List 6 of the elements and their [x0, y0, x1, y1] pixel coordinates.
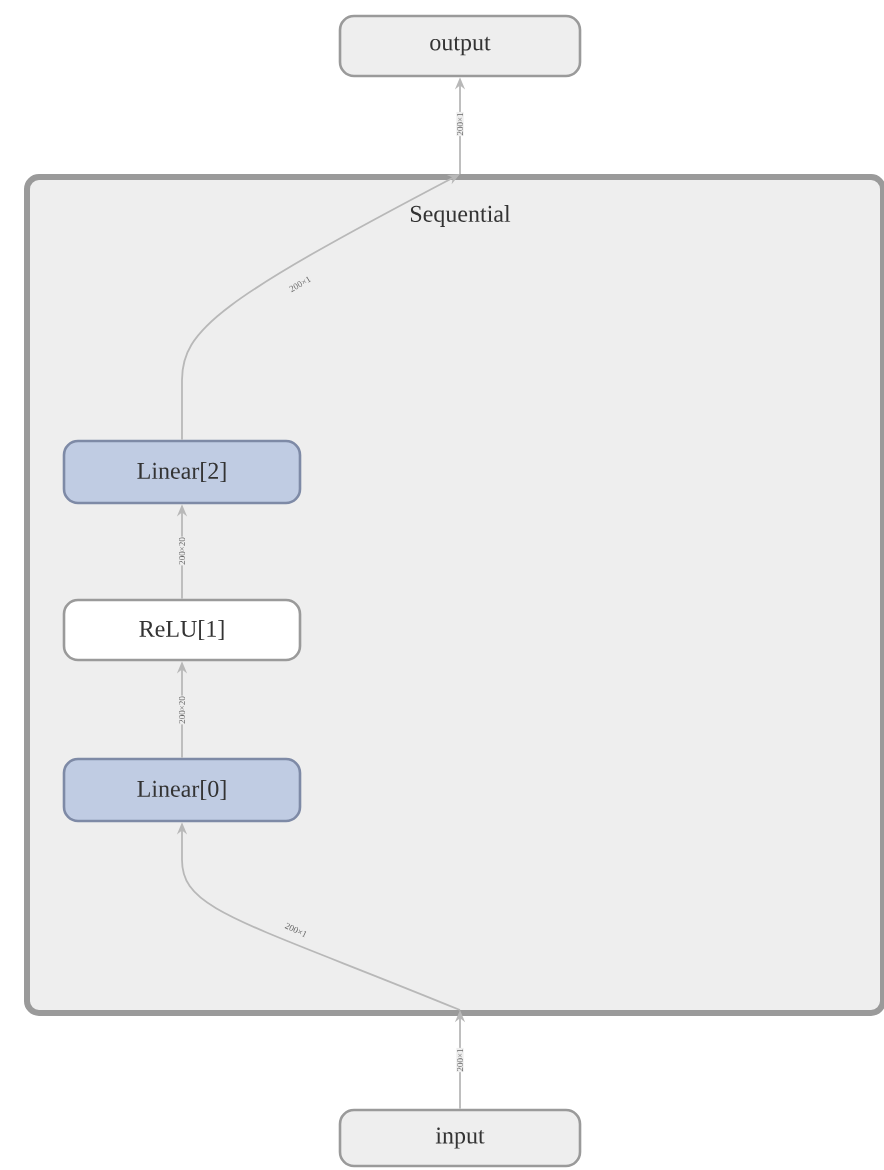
group-title: Sequential [410, 205, 511, 227]
layer-box: ReLU[1] [62, 598, 302, 662]
io-box: output [338, 14, 582, 78]
io-box: input [338, 1108, 582, 1168]
layer-box: Linear[0] [62, 757, 302, 823]
layer-box: Linear[2] [62, 439, 302, 505]
